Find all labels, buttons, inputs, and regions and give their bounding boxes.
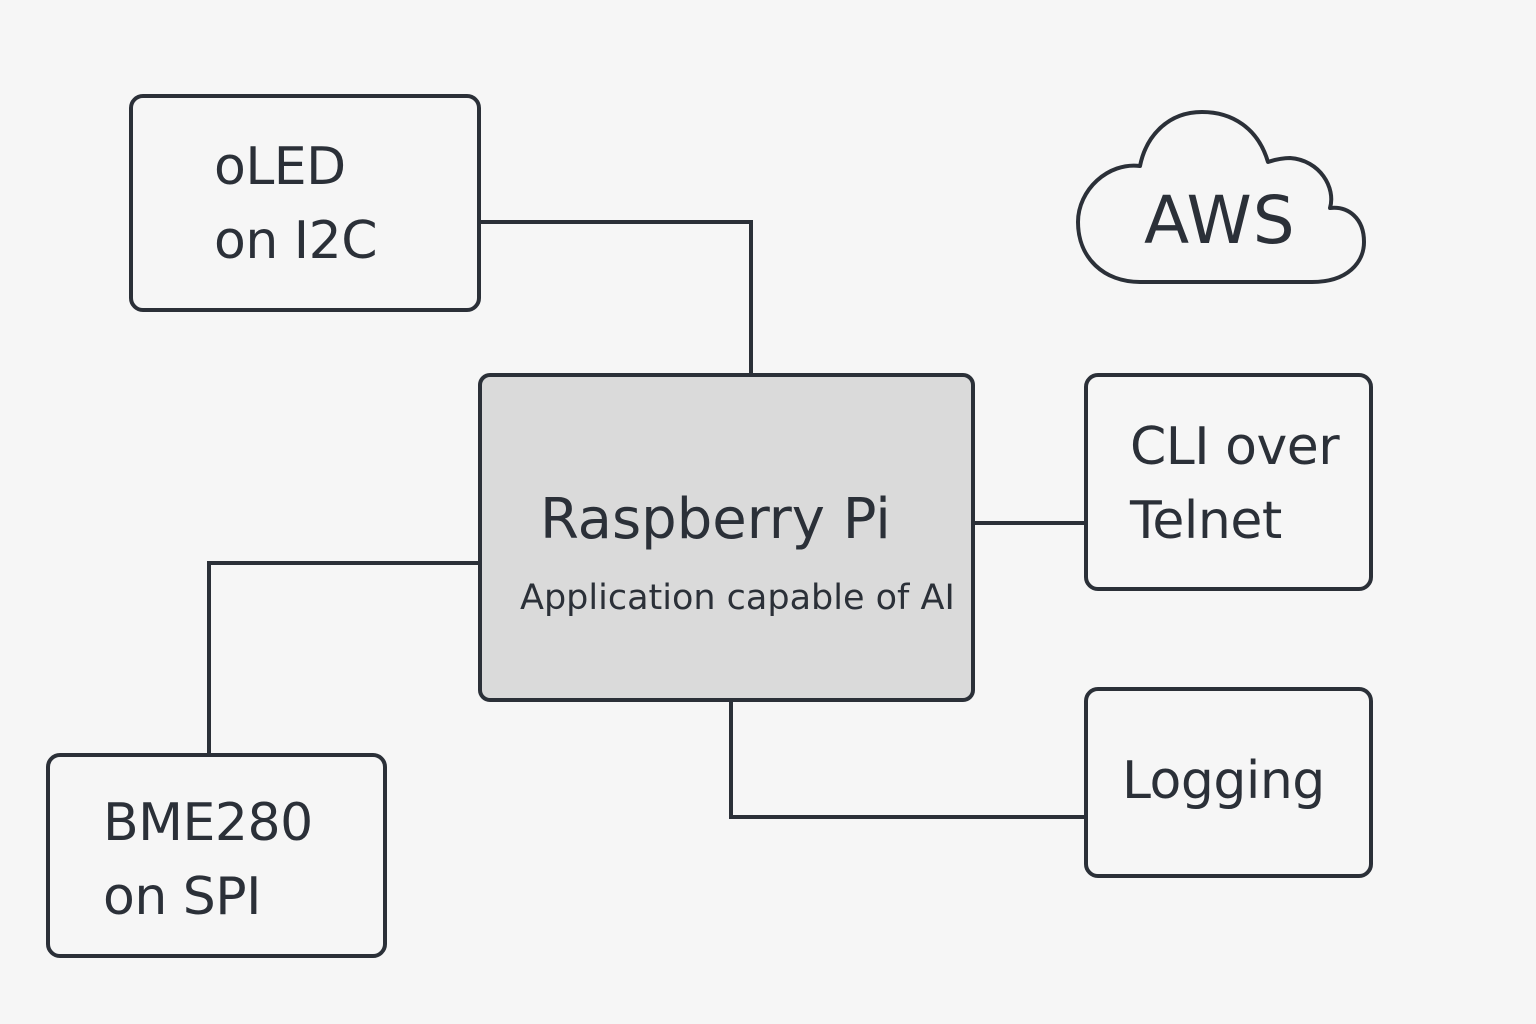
node-raspberry-pi-subtitle: Application capable of AI xyxy=(520,578,955,618)
node-logging-label: Logging xyxy=(1122,751,1325,811)
edge-raspberry-pi-to-bme280 xyxy=(207,561,480,753)
node-cli-line2: Telnet xyxy=(1130,491,1282,551)
node-raspberry-pi-title: Raspberry Pi xyxy=(540,487,891,552)
node-bme280 xyxy=(46,753,387,958)
cloud-icon xyxy=(1076,110,1366,284)
node-bme280-label: BME280 on SPI xyxy=(103,786,313,934)
node-oled xyxy=(129,94,481,312)
node-bme280-line2: on SPI xyxy=(103,867,262,927)
node-cli xyxy=(1084,373,1373,591)
node-oled-line1: oLED xyxy=(214,137,346,197)
node-aws-label: AWS xyxy=(1144,182,1296,259)
node-cli-label: CLI over Telnet xyxy=(1130,410,1340,558)
edge-raspberry-pi-to-logging xyxy=(729,701,1085,819)
edge-oled-to-raspberry-pi xyxy=(480,220,753,373)
node-oled-line2: on I2C xyxy=(214,211,378,271)
node-cli-line1: CLI over xyxy=(1130,417,1340,477)
node-bme280-line1: BME280 xyxy=(103,793,313,853)
node-oled-label: oLED on I2C xyxy=(214,130,378,278)
node-raspberry-pi xyxy=(478,373,975,702)
node-logging xyxy=(1084,687,1373,878)
